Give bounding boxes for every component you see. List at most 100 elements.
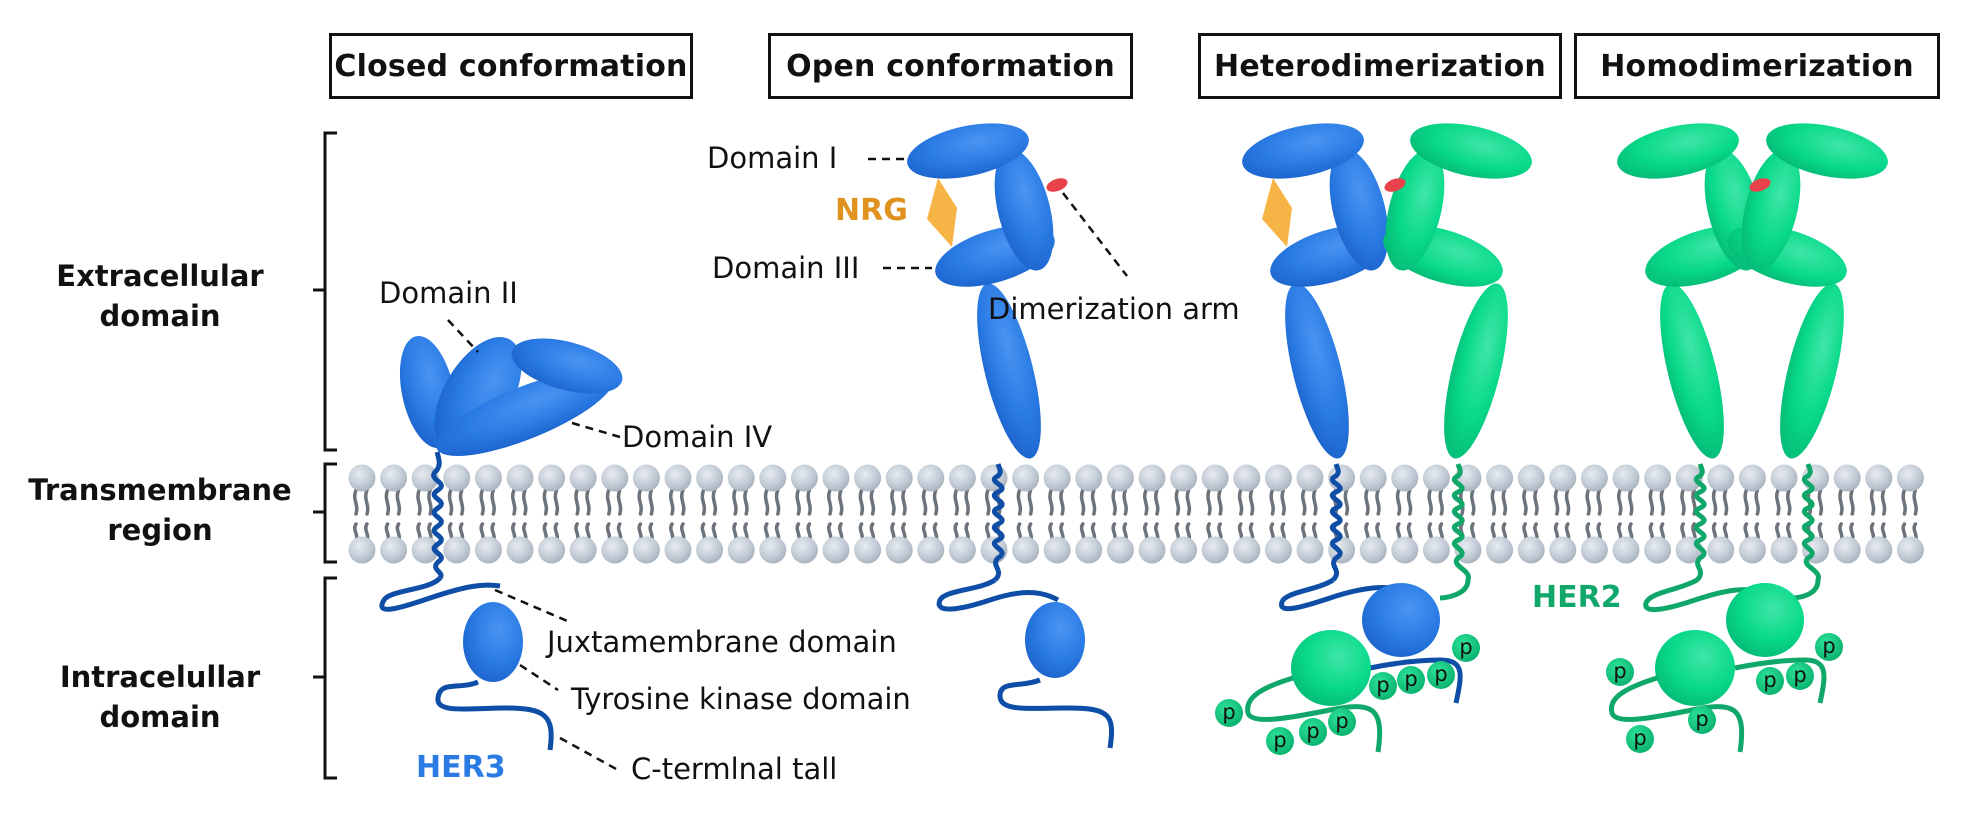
- region-label-line: Transmembrane: [28, 473, 292, 507]
- domain-ellipse: [1617, 123, 1739, 179]
- lipid: [1644, 464, 1672, 564]
- domain-ellipse: [907, 123, 1029, 179]
- phosphate-group: p: [1299, 718, 1327, 746]
- receptor-her3-heterodimer: [1242, 123, 1390, 459]
- lipid: [854, 464, 882, 564]
- receptor-her3-open: [868, 123, 1128, 749]
- phosphate-label: p: [1695, 707, 1708, 731]
- phosphate-group: p: [1266, 727, 1294, 755]
- her3-transmembrane-helix: [1329, 463, 1343, 582]
- phosphate-label: p: [1633, 726, 1646, 750]
- phosphate-group: p: [1328, 708, 1356, 736]
- phosphate-label: p: [1222, 700, 1235, 724]
- phosphate-group: p: [1815, 633, 1843, 661]
- domain-ellipse: [1780, 283, 1844, 459]
- phosphate-label: p: [1376, 673, 1389, 697]
- lipid: [1170, 464, 1198, 564]
- her2-kinase-domain: [1726, 583, 1804, 657]
- bracket-transmembrane: [313, 462, 337, 564]
- lipid: [1391, 464, 1419, 564]
- lipid: [1770, 464, 1798, 564]
- lipid: [948, 464, 976, 564]
- label-tyrosine-kinase-domain: Tyrosine kinase domain: [571, 682, 911, 716]
- header-closed-conformation: Closed conformation: [329, 33, 693, 99]
- header-label: Open conformation: [786, 48, 1115, 84]
- phosphate-group: p: [1688, 706, 1716, 734]
- lipid: [1043, 464, 1071, 564]
- header-open-conformation: Open conformation: [768, 33, 1133, 99]
- c-terminal-tail: [997, 677, 1115, 749]
- leader-line-domain-4: [571, 421, 621, 439]
- label-dimerization-arm: Dimerization arm: [988, 292, 1240, 326]
- region-label-intracellular: Intracelullar domain: [0, 657, 320, 737]
- domain-ellipse: [1410, 123, 1532, 179]
- lipid: [1359, 464, 1387, 564]
- her2-c-terminal-tail: [1734, 657, 1827, 704]
- lipid: [1865, 464, 1893, 564]
- lipid: [1612, 464, 1640, 564]
- bracket-extracellular: [313, 131, 337, 452]
- phosphate-group: p: [1606, 658, 1634, 686]
- her3-kinase-domain: [1362, 583, 1440, 657]
- her2-transmembrane-helix: [1643, 463, 1761, 613]
- lipid: [380, 464, 408, 564]
- domain-ellipse: [436, 370, 614, 456]
- her2-transmembrane-helix: [1439, 463, 1471, 601]
- lipid: [1549, 464, 1577, 564]
- her2-transmembrane-helix: [1789, 463, 1821, 601]
- header-label: Homodimerization: [1600, 48, 1914, 84]
- region-label-transmembrane: Transmembrane region: [0, 470, 320, 550]
- her2-c-terminal-tail: [1608, 675, 1745, 753]
- leader-line-domain-2: [447, 319, 479, 353]
- domain-ellipse: [1741, 149, 1801, 271]
- kinase-domain: [1025, 602, 1085, 678]
- region-label-line: region: [107, 513, 213, 547]
- dimerization-arm: [1046, 178, 1068, 192]
- dimerization-arm: [1749, 178, 1771, 192]
- label-domain-4: Domain IV: [622, 420, 773, 454]
- phosphate-label: p: [1459, 635, 1472, 659]
- phosphate-label: p: [1273, 728, 1286, 752]
- lipid: [1138, 464, 1166, 564]
- region-label-line: Intracelullar: [59, 660, 261, 694]
- lipid: [538, 464, 566, 564]
- lipid: [1517, 464, 1545, 564]
- header-homodimerization: Homodimerization: [1574, 33, 1940, 99]
- lipid: [1201, 464, 1229, 564]
- label-domain-2: Domain II: [379, 276, 518, 310]
- dimerization-arm: [1384, 178, 1406, 192]
- lipid: [885, 464, 913, 564]
- region-label-line: Extracellular: [56, 259, 264, 293]
- lipid: [443, 464, 471, 564]
- domain-ellipse: [977, 283, 1041, 459]
- phosphate-group: p: [1427, 661, 1455, 689]
- phosphate-label: p: [1822, 634, 1835, 658]
- receptor-her2-homodimer-left: [1617, 123, 1765, 459]
- lipid: [601, 464, 629, 564]
- lipid: [1264, 464, 1292, 564]
- label-her3: HER3: [416, 750, 506, 785]
- transmembrane-helix: [991, 463, 1005, 582]
- lipid: [348, 464, 376, 564]
- lipid: [917, 464, 945, 564]
- lipid: [759, 464, 787, 564]
- region-label-line: domain: [99, 700, 221, 734]
- lipid: [790, 464, 818, 564]
- phosphate-label: p: [1763, 668, 1776, 692]
- domain-ellipse: [994, 149, 1054, 271]
- phosphate-group: p: [1756, 667, 1784, 695]
- lipid: [664, 464, 692, 564]
- lipid: [569, 464, 597, 564]
- nrg-ligand: [1262, 178, 1292, 247]
- phosphate-label: p: [1613, 659, 1626, 683]
- label-c-terminal-tail: C-termlnal tall: [631, 752, 838, 786]
- header-heterodimerization: Heterodimerization: [1198, 33, 1562, 99]
- domain-ellipse: [1444, 283, 1508, 459]
- phosphate-group: p: [1452, 634, 1480, 662]
- lipid: [474, 464, 502, 564]
- receptor-her2-heterodimer: [1383, 123, 1532, 459]
- leader-line-kinase: [519, 663, 559, 692]
- lipid: [1580, 464, 1608, 564]
